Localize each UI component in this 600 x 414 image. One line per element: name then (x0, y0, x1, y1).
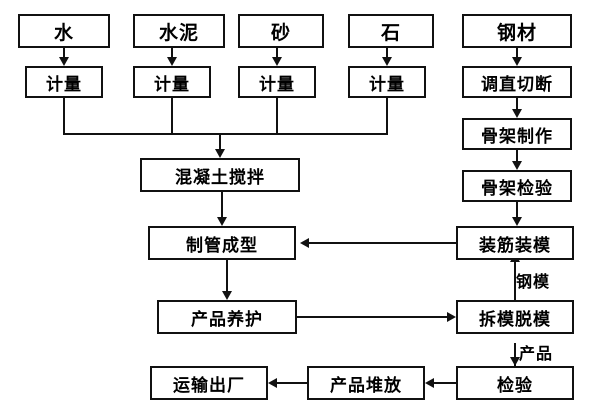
arrowhead-install-to-pipeform (300, 238, 309, 248)
edge-label-product: 产品 (519, 344, 554, 363)
connector-cement-to-meter (171, 48, 173, 57)
arrowhead-water-to-meter (59, 57, 69, 66)
node-install-rebar-mold[interactable]: 装筋装模 (456, 226, 574, 260)
connector-meter-water-down (63, 98, 65, 133)
node-shipping[interactable]: 运输出厂 (150, 366, 268, 400)
node-frame-fabrication[interactable]: 骨架制作 (462, 118, 572, 150)
arrowhead-curing-to-demold (447, 312, 456, 322)
node-meter-cement[interactable]: 计量 (133, 66, 211, 98)
edge-label-steel-mold: 钢模 (516, 272, 551, 291)
arrowhead-pipeform-to-curing (222, 291, 232, 300)
arrowhead-sand-to-meter (272, 57, 282, 66)
connector-water-to-meter (63, 48, 65, 57)
connector-install-to-pipeform (309, 242, 456, 244)
node-demolding[interactable]: 拆模脱模 (456, 300, 574, 334)
node-meter-sand[interactable]: 计量 (238, 66, 316, 98)
connector-meter-sand-down (276, 98, 278, 133)
connector-meter-bus (63, 133, 388, 135)
node-meter-water[interactable]: 计量 (25, 66, 103, 98)
node-concrete-mixing[interactable]: 混凝土搅拌 (140, 158, 300, 192)
connector-pipeform-to-curing (226, 260, 228, 291)
node-product-curing[interactable]: 产品养护 (157, 300, 297, 334)
connector-check-to-install (516, 202, 518, 217)
node-steel[interactable]: 钢材 (462, 14, 572, 48)
arrowhead-stone-to-meter (382, 57, 392, 66)
connector-stone-to-meter (386, 48, 388, 57)
connector-steel-to-straighten (516, 48, 518, 57)
connector-curing-to-demold (297, 316, 447, 318)
arrowhead-cement-to-meter (167, 57, 177, 66)
connector-stack-to-ship (277, 382, 307, 384)
connector-mix-to-pipeform (221, 192, 223, 217)
connector-inspect-to-stack (434, 382, 456, 384)
node-frame-inspection[interactable]: 骨架检验 (462, 170, 572, 202)
connector-demold-to-inspect (514, 343, 516, 366)
connector-demold-to-install (514, 262, 516, 300)
connector-bus-to-mixer (219, 135, 221, 149)
node-stone[interactable]: 石 (348, 14, 434, 48)
connector-sand-to-meter (276, 48, 278, 57)
node-sand[interactable]: 砂 (238, 14, 324, 48)
arrowhead-stack-to-ship (268, 378, 277, 388)
arrowhead-frame-to-check (512, 161, 522, 170)
node-pipe-forming[interactable]: 制管成型 (148, 226, 296, 260)
connector-meter-stone-down (386, 98, 388, 133)
node-water[interactable]: 水 (18, 14, 110, 48)
connector-meter-cement-down (171, 98, 173, 133)
node-straighten-cut[interactable]: 调直切断 (462, 66, 572, 98)
node-meter-stone[interactable]: 计量 (348, 66, 426, 98)
arrowhead-demold-to-inspect (510, 357, 520, 366)
arrowhead-check-to-install (512, 217, 522, 226)
arrowhead-mix-to-pipeform (217, 217, 227, 226)
arrowhead-straighten-to-frame (512, 109, 522, 118)
connector-frame-to-check (516, 150, 518, 161)
arrowhead-inspect-to-stack (425, 378, 434, 388)
node-cement[interactable]: 水泥 (133, 14, 225, 48)
arrowhead-steel-to-straighten (512, 57, 522, 66)
node-inspection[interactable]: 检验 (456, 366, 574, 400)
node-product-stacking[interactable]: 产品堆放 (307, 366, 425, 400)
arrowhead-bus-to-mixer (215, 149, 225, 158)
connector-straighten-to-frame (516, 98, 518, 109)
